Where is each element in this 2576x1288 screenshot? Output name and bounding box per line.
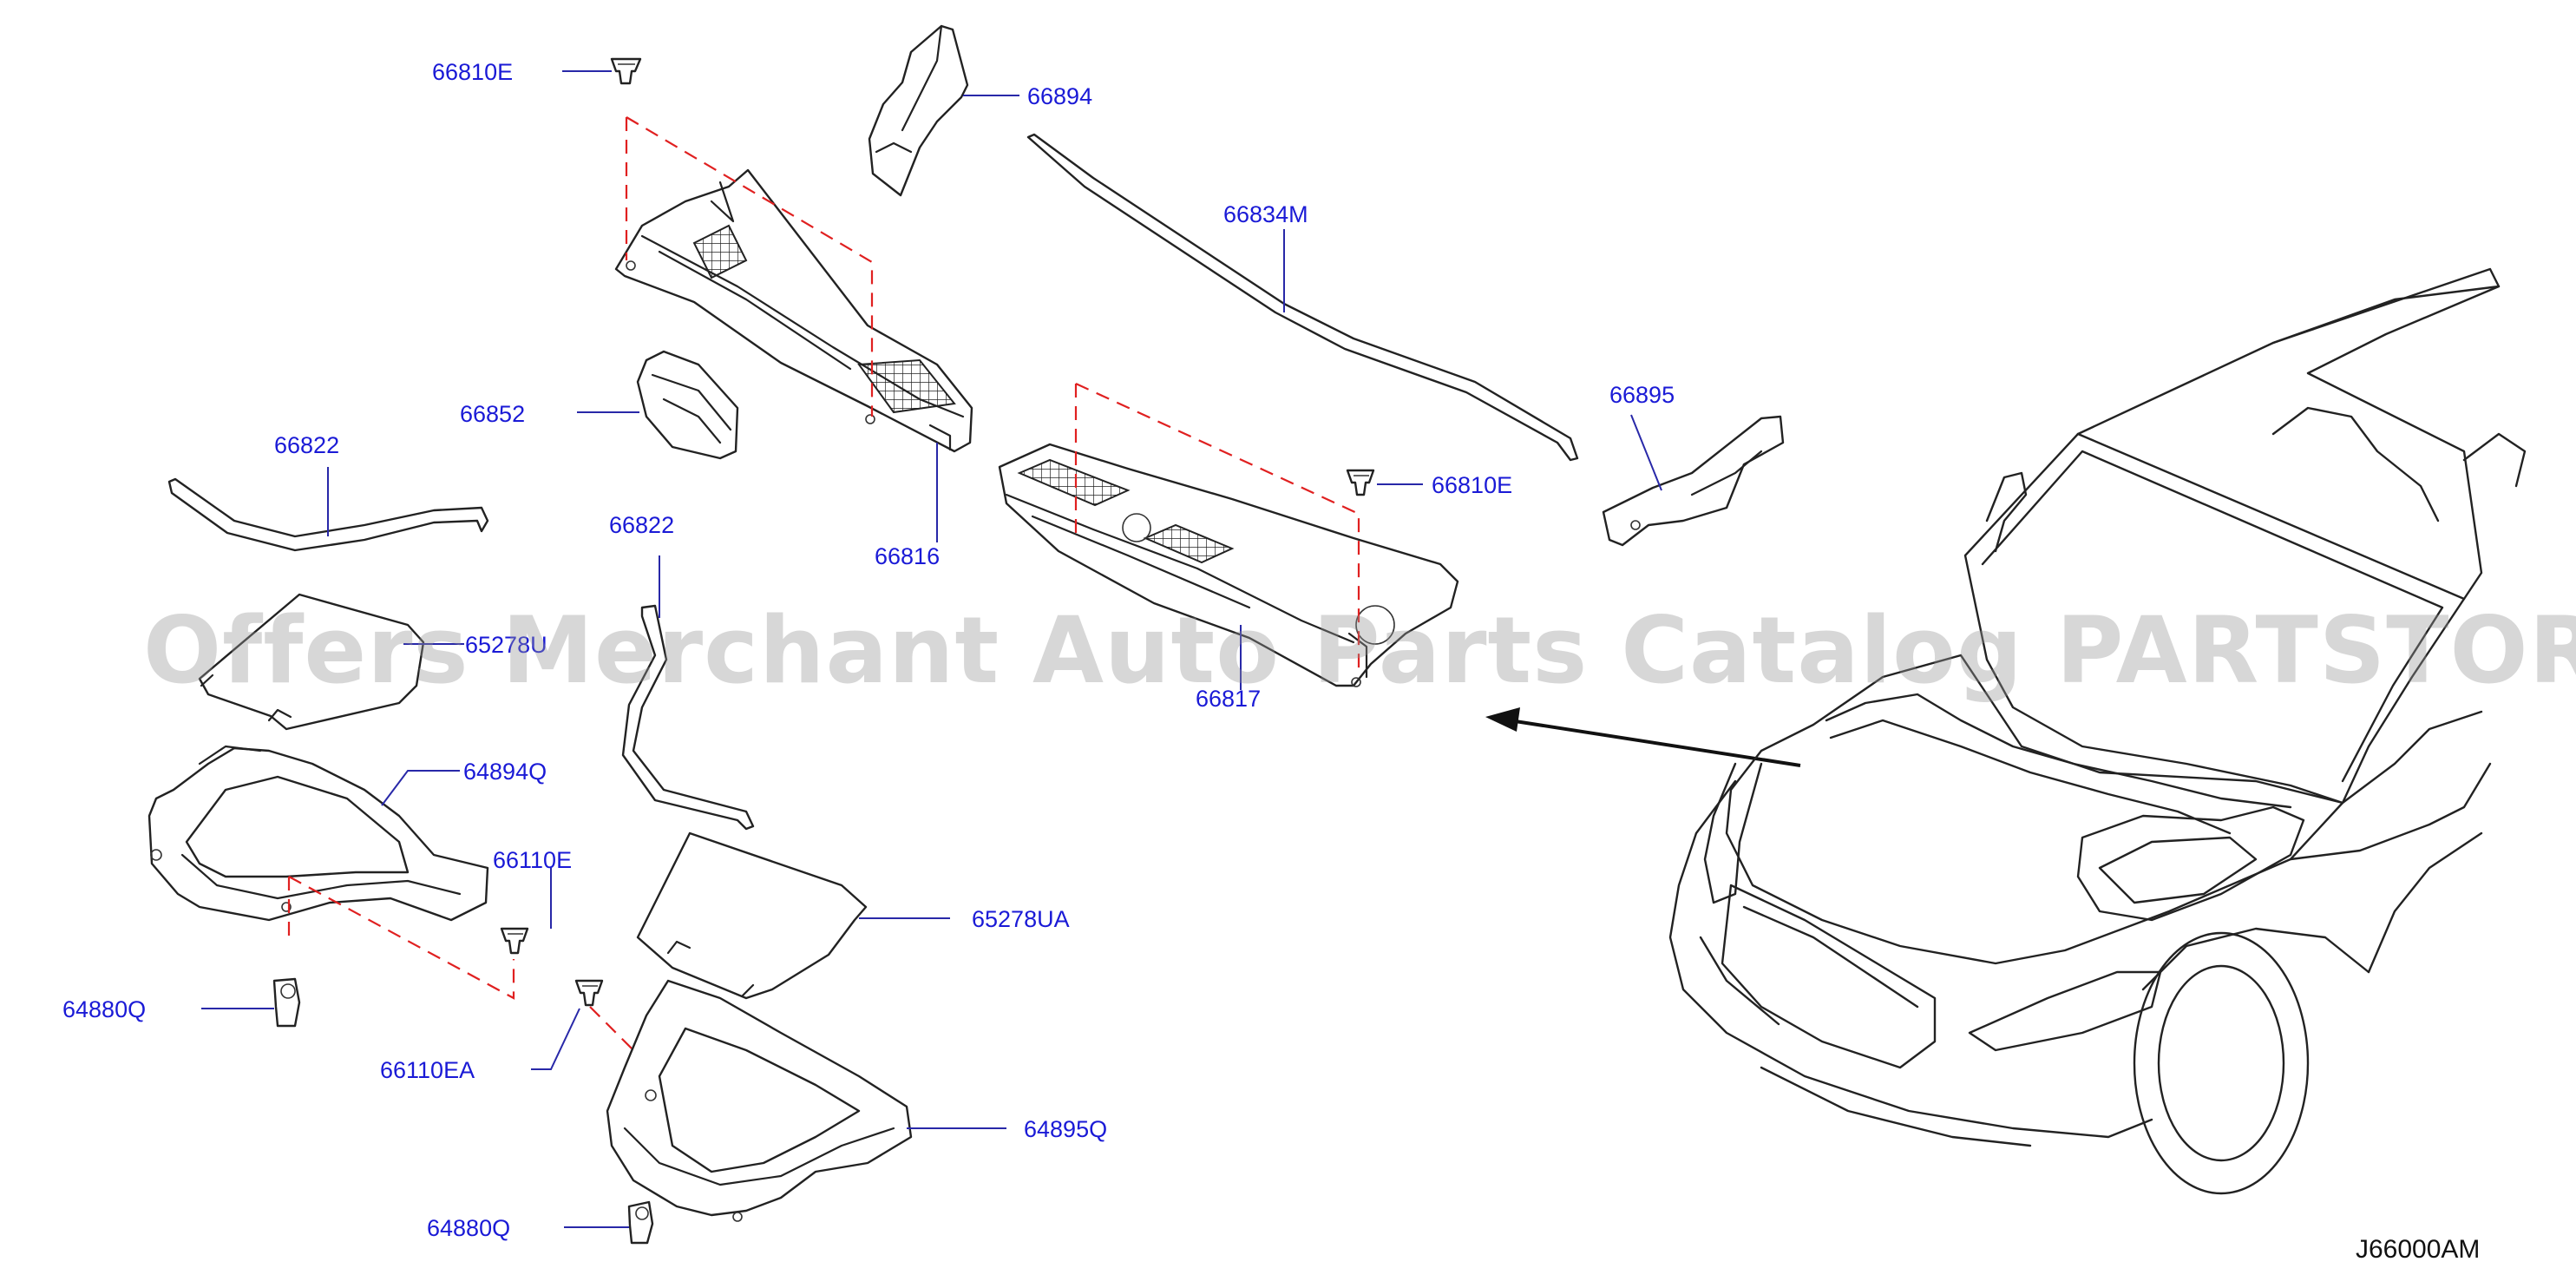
label-64894q[interactable]: 64894Q [463, 759, 547, 785]
label-66816[interactable]: 66816 [875, 543, 941, 569]
label-66894[interactable]: 66894 [1027, 83, 1093, 109]
cover-66852[interactable] [636, 350, 739, 460]
label-66822-center[interactable]: 66822 [609, 512, 675, 538]
diagram-code: J66000AM [2356, 1235, 2481, 1264]
frame-64895q[interactable] [606, 979, 913, 1222]
bracket-66895[interactable] [1602, 415, 1785, 547]
watermark: Offers Merchant Auto Parts Catalog PARTS… [143, 597, 2576, 704]
cowl-top-66816[interactable] [614, 168, 973, 453]
location-arrow [1485, 707, 1801, 767]
label-64895q[interactable]: 64895Q [1024, 1116, 1108, 1142]
panel-65278u[interactable] [198, 593, 425, 731]
label-66810e-right[interactable]: 66810E [1432, 472, 1513, 498]
vehicle-outline [1668, 267, 2527, 1195]
bracket-64880q-center[interactable] [627, 1200, 654, 1245]
bracket-64880q-left[interactable] [272, 977, 301, 1028]
label-66822-left[interactable]: 66822 [274, 432, 340, 458]
label-64880q-center[interactable]: 64880Q [427, 1215, 511, 1241]
label-64880q-left[interactable]: 64880Q [62, 996, 147, 1022]
clip-66810e-right[interactable] [1346, 469, 1375, 496]
label-66895[interactable]: 66895 [1609, 382, 1675, 408]
clip-66810e-top[interactable] [610, 57, 642, 85]
clip-66110ea[interactable] [574, 979, 604, 1007]
label-65278ua[interactable]: 65278UA [972, 906, 1070, 932]
label-66110e[interactable]: 66110E [493, 847, 573, 873]
label-66817[interactable]: 66817 [1196, 686, 1262, 712]
label-66110ea[interactable]: 66110EA [380, 1057, 475, 1083]
seal-strip-66834m[interactable] [1026, 133, 1579, 462]
clip-66110e[interactable] [500, 927, 529, 955]
label-66834m[interactable]: 66834M [1223, 201, 1308, 227]
label-65278u[interactable]: 65278U [465, 632, 547, 658]
label-66810e-top[interactable]: 66810E [432, 59, 514, 85]
cowl-top-66817[interactable] [998, 443, 1459, 687]
seal-66822-left[interactable] [167, 477, 489, 552]
frame-64894q[interactable] [147, 745, 489, 922]
seal-66822-center[interactable] [621, 604, 755, 831]
label-66852[interactable]: 66852 [460, 401, 526, 427]
bracket-66894[interactable] [868, 24, 969, 197]
panel-65278ua[interactable] [636, 831, 868, 1000]
